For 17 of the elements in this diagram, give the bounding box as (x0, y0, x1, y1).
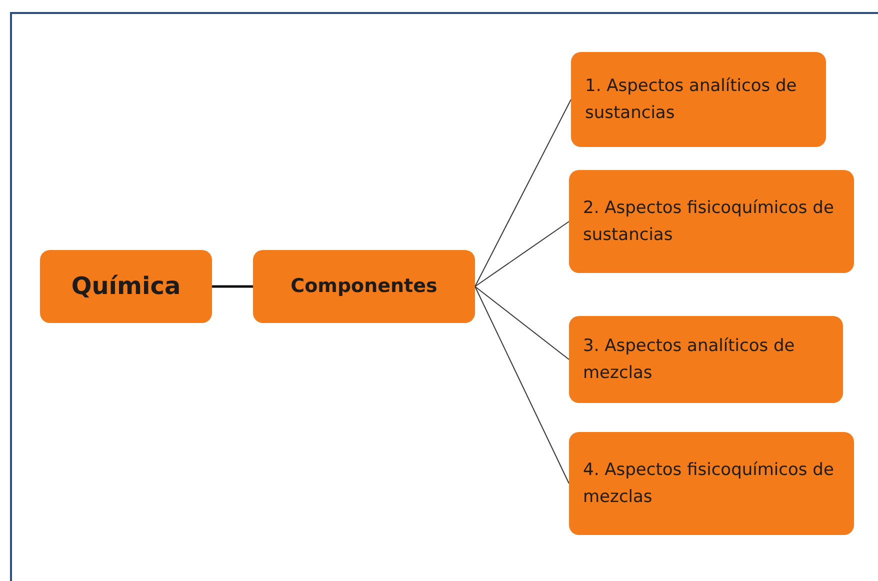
topic-box (40, 250, 212, 323)
topic-box (571, 52, 826, 147)
connector-line (474, 221, 570, 287)
node-text: Química (71, 270, 181, 302)
node-text: 1. Aspectos analíticos de sustancias (585, 75, 798, 124)
connector-line (474, 286, 570, 360)
topic-box (253, 250, 475, 323)
topic-box (569, 170, 854, 273)
topic-box (569, 316, 843, 403)
node-text: 4. Aspectos fisicoquímicos de mezclas (583, 459, 835, 508)
topic-box (569, 432, 854, 535)
connector-line (474, 286, 570, 484)
node-text: 3. Aspectos analíticos de mezclas (583, 335, 796, 384)
node-text: Componentes (290, 274, 438, 299)
node-text: 2. Aspectos fisicoquímicos de sustancias (583, 197, 835, 246)
connector-line (212, 285, 253, 288)
connector-line (474, 99, 572, 287)
